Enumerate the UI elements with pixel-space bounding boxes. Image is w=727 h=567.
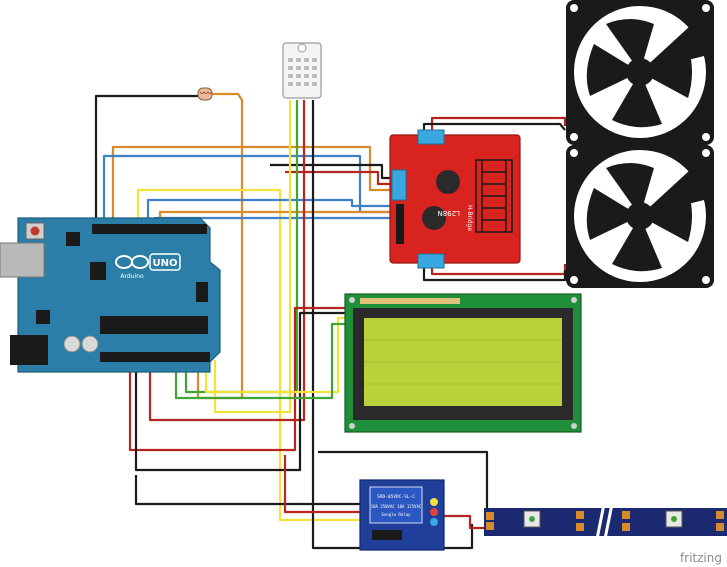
digital-header xyxy=(92,224,207,234)
analog-header xyxy=(100,352,210,362)
power-jack xyxy=(10,335,48,365)
wire-yellow-1 xyxy=(136,188,360,522)
fritzing-watermark: fritzing xyxy=(680,551,722,565)
wire-red-relay-strip xyxy=(436,514,487,530)
driver-terminal-left xyxy=(391,169,407,201)
wire-black-relay-top xyxy=(318,450,489,512)
arduino-uno-label: UNO xyxy=(153,258,178,269)
arduino-uno: UNO Arduino xyxy=(0,217,221,373)
wire-red-fan2 xyxy=(430,264,567,276)
relay-brand-text: Songle Relay xyxy=(382,512,411,517)
wire-red-dht xyxy=(148,100,306,422)
relay-rating-text: 10A 250VAC 10A 125VAC xyxy=(371,504,422,509)
wire-red-relay xyxy=(283,455,360,514)
led-strip xyxy=(484,503,727,545)
motor-driver-l298n: L298N H-Bridge xyxy=(389,129,521,269)
wire-green-lcd xyxy=(174,322,346,400)
wire-red-driver xyxy=(285,170,393,186)
wire-blue-driver-2 xyxy=(146,198,393,226)
wire-black-fan1 xyxy=(422,122,566,132)
wire-black-relay xyxy=(134,475,360,506)
photoresistor xyxy=(197,87,213,101)
wire-red-lcd xyxy=(128,306,346,452)
wire-black-driver xyxy=(270,163,393,180)
wire-black-lcd xyxy=(134,311,346,472)
relay-cube xyxy=(369,486,423,524)
driver-heatsink xyxy=(475,159,513,233)
driver-terminal-bottom xyxy=(417,253,445,269)
fan-top xyxy=(566,0,714,145)
wire-black-fan2 xyxy=(422,268,567,282)
lcd-display xyxy=(344,293,582,433)
arduino-logo: UNO Arduino xyxy=(115,253,181,280)
wire-yellow-dht xyxy=(213,100,292,414)
arduino-brand-label: Arduino xyxy=(120,273,144,280)
relay-module: SRD-05VDC-SL-C 10A 250VAC 10A 125VAC Son… xyxy=(359,479,445,551)
wire-black-ldr xyxy=(94,94,198,225)
relay-model-text: SRD-05VDC-SL-C xyxy=(377,494,415,500)
driver-chip-label: L298N xyxy=(438,209,461,217)
dht-sensor xyxy=(282,42,322,99)
driver-module-label: H-Bridge xyxy=(466,205,473,231)
wire-yellow-lcd xyxy=(204,316,346,394)
microcontroller-chip xyxy=(100,316,208,334)
fan-bottom xyxy=(566,145,714,288)
wire-orange-driver-1 xyxy=(111,145,393,226)
usb-port xyxy=(0,242,45,278)
driver-terminal-top xyxy=(417,129,445,145)
